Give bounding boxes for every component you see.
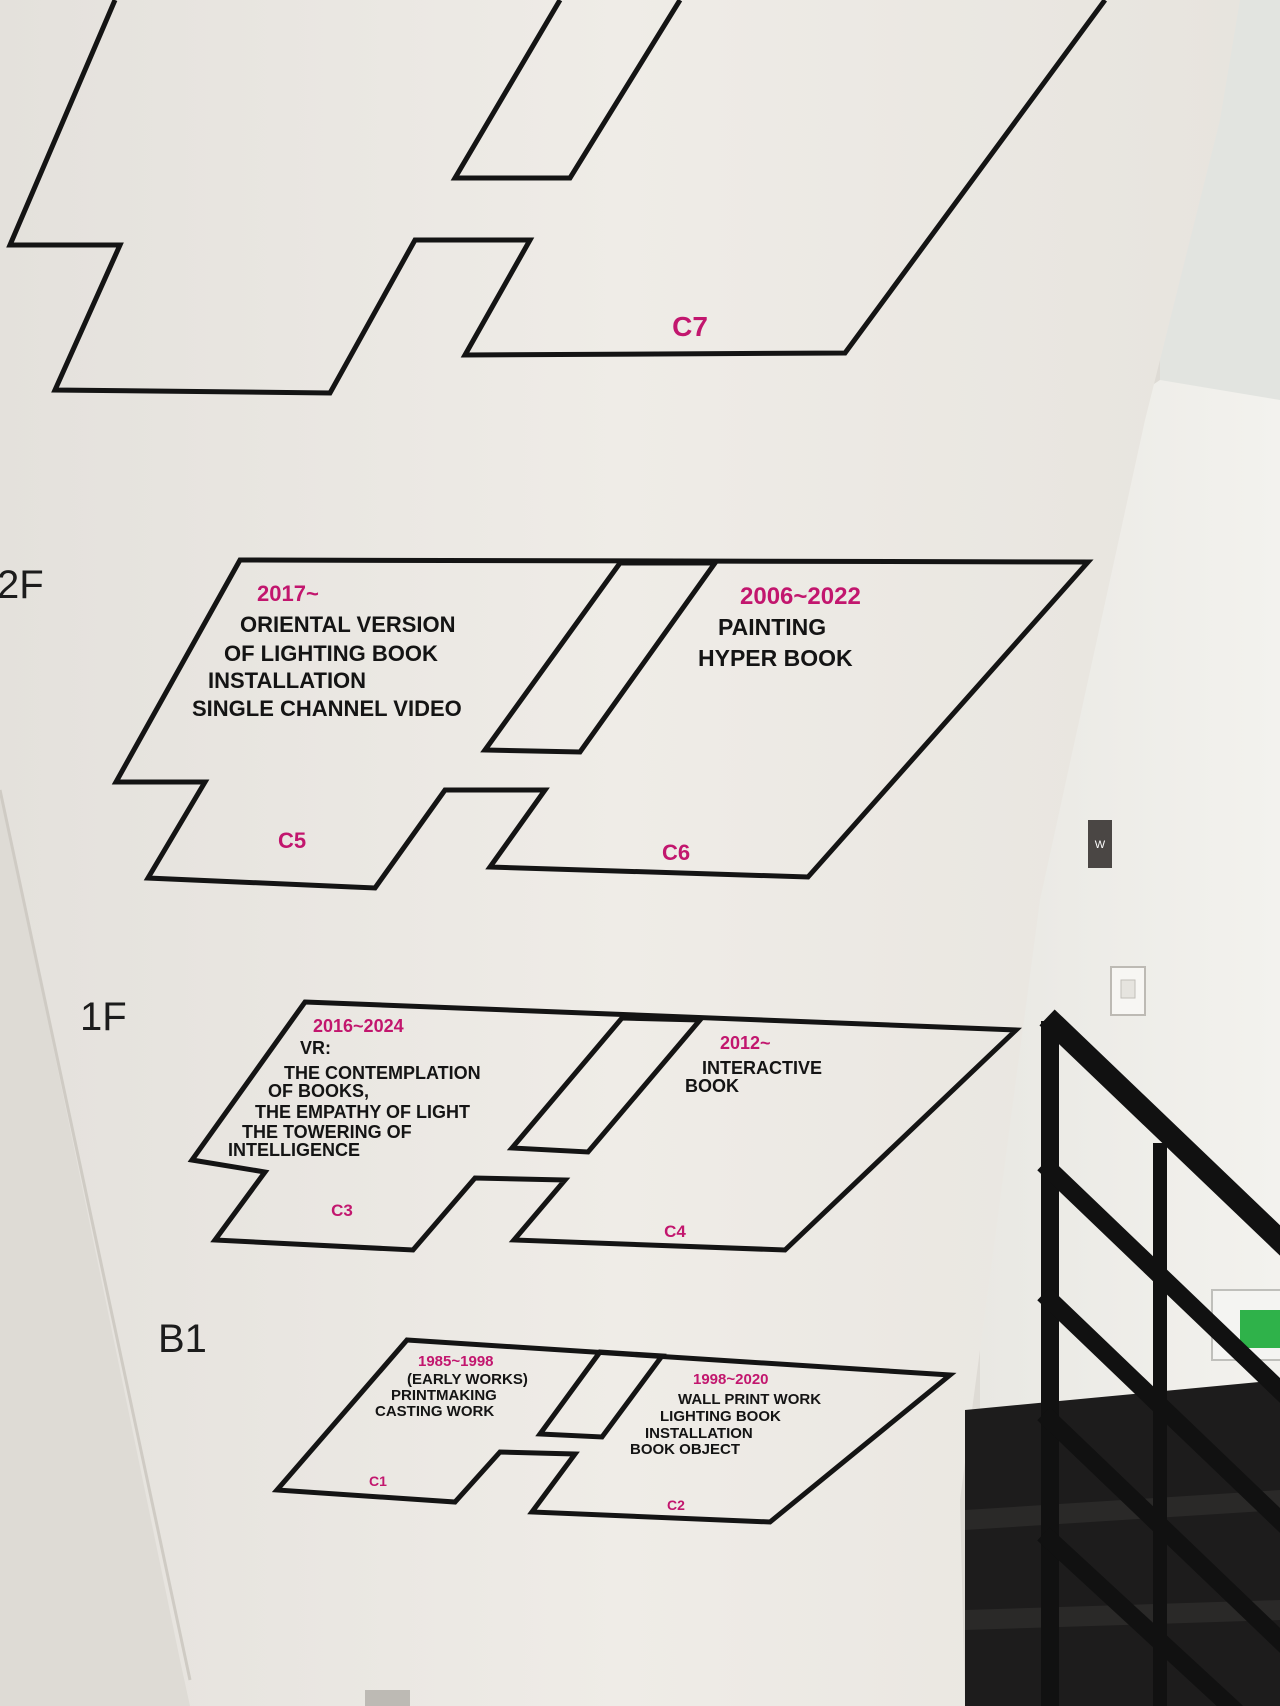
floor-b1-corridor [535, 1349, 667, 1440]
room-c5-line-4: SINGLE CHANNEL VIDEO [192, 696, 462, 721]
room-c4-years: 2012~ [720, 1033, 771, 1053]
floor-label-b1: B1 [158, 1317, 207, 1361]
room-c4-line-1: INTERACTIVE [702, 1058, 822, 1078]
room-c1-line-2: PRINTMAKING [391, 1387, 497, 1404]
room-c3-line-1: VR: [300, 1038, 331, 1058]
room-c3-years: 2016~2024 [313, 1016, 404, 1036]
floor-2f-corridor [480, 560, 720, 755]
room-c6-years: 2006~2022 [740, 583, 861, 610]
room-c1-years: 1985~1998 [418, 1353, 494, 1370]
wall-fixture [365, 1690, 410, 1706]
floor-label-2f: 2F [0, 563, 44, 607]
room-c4-line-2: BOOK [685, 1076, 739, 1096]
floor-b1-outline [271, 1337, 957, 1525]
room-c5-line-2: OF LIGHTING BOOK [224, 641, 438, 666]
floor-1f-outline [187, 999, 1023, 1253]
floor-label-1f: 1F [80, 995, 127, 1039]
room-c3-line-4: THE EMPATHY OF LIGHT [255, 1102, 470, 1122]
room-c6-line-2: HYPER BOOK [698, 645, 853, 671]
room-c3-line-2: THE CONTEMPLATION [284, 1063, 481, 1083]
door-sign-label: W [1095, 839, 1106, 851]
room-c7-label: C7 [672, 311, 708, 342]
room-c3-line-3: OF BOOKS, [268, 1081, 369, 1101]
floor-top-corridor [450, 0, 683, 181]
room-c1-label: C1 [369, 1473, 387, 1489]
room-c3-line-6: INTELLIGENCE [228, 1140, 360, 1160]
floor-1f-corridor [506, 1015, 706, 1155]
room-c2-line-1: WALL PRINT WORK [678, 1391, 821, 1408]
room-c2-line-3: INSTALLATION [645, 1425, 753, 1442]
room-c6-label: C6 [662, 840, 690, 865]
door-sign [1088, 820, 1112, 868]
floor-2f-outline [111, 557, 1094, 891]
room-c2-label: C2 [667, 1497, 685, 1513]
wall-edge [0, 789, 192, 1681]
room-c2-line-4: BOOK OBJECT [630, 1441, 740, 1458]
room-c2-line-2: LIGHTING BOOK [660, 1408, 781, 1425]
light-switch-toggle [1120, 979, 1136, 999]
room-c1-line-1: (EARLY WORKS) [407, 1371, 528, 1388]
room-c4-label: C4 [664, 1222, 686, 1241]
stair-steps [965, 1380, 1280, 1706]
floor-top-outline [6, 0, 1108, 396]
room-c5-line-1: ORIENTAL VERSION [240, 612, 456, 637]
stair-railing [1037, 1009, 1280, 1706]
room-c3-line-5: THE TOWERING OF [242, 1122, 412, 1142]
exit-sign-panel [1240, 1310, 1280, 1348]
room-c1-line-3: CASTING WORK [375, 1403, 494, 1420]
room-c5-years: 2017~ [257, 581, 319, 606]
sign-wall [0, 0, 1240, 1706]
room-c5-line-3: INSTALLATION [208, 668, 366, 693]
room-c2-years: 1998~2020 [693, 1371, 769, 1388]
room-c5-label: C5 [278, 828, 306, 853]
room-c3-label: C3 [331, 1201, 353, 1220]
room-c6-line-1: PAINTING [718, 614, 826, 640]
